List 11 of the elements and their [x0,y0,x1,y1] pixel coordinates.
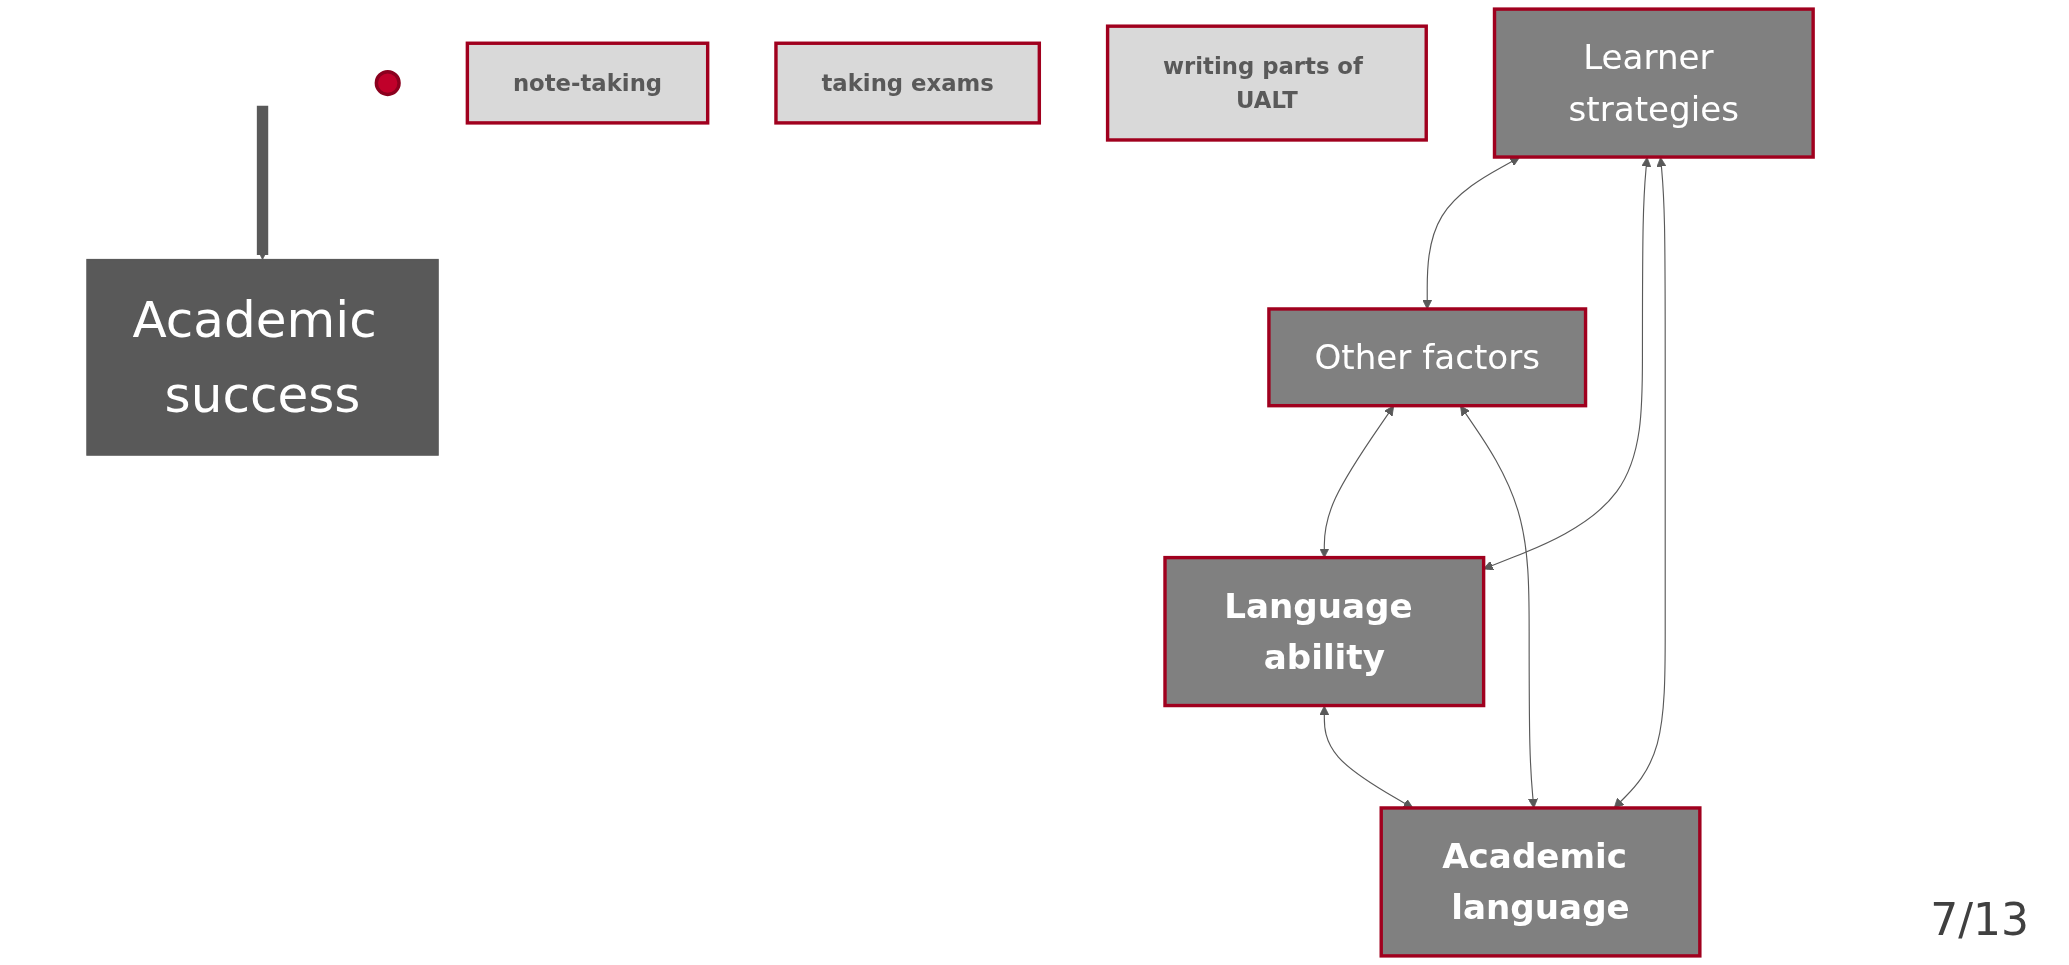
node-box: Academic language [1379,806,1702,958]
node-box: Language ability [1163,555,1486,708]
node-box: note-taking [465,41,710,125]
node-box: Other factors [1267,307,1588,408]
node-box: Academic success [86,258,439,456]
node-box: Learner strategies [1492,7,1815,159]
node-ellipse [374,70,401,97]
page-number: 7/13 [1930,894,2029,945]
node-box: taking exams [774,41,1042,125]
node-box: writing parts of UALT [1105,24,1428,142]
arrow [256,105,269,260]
